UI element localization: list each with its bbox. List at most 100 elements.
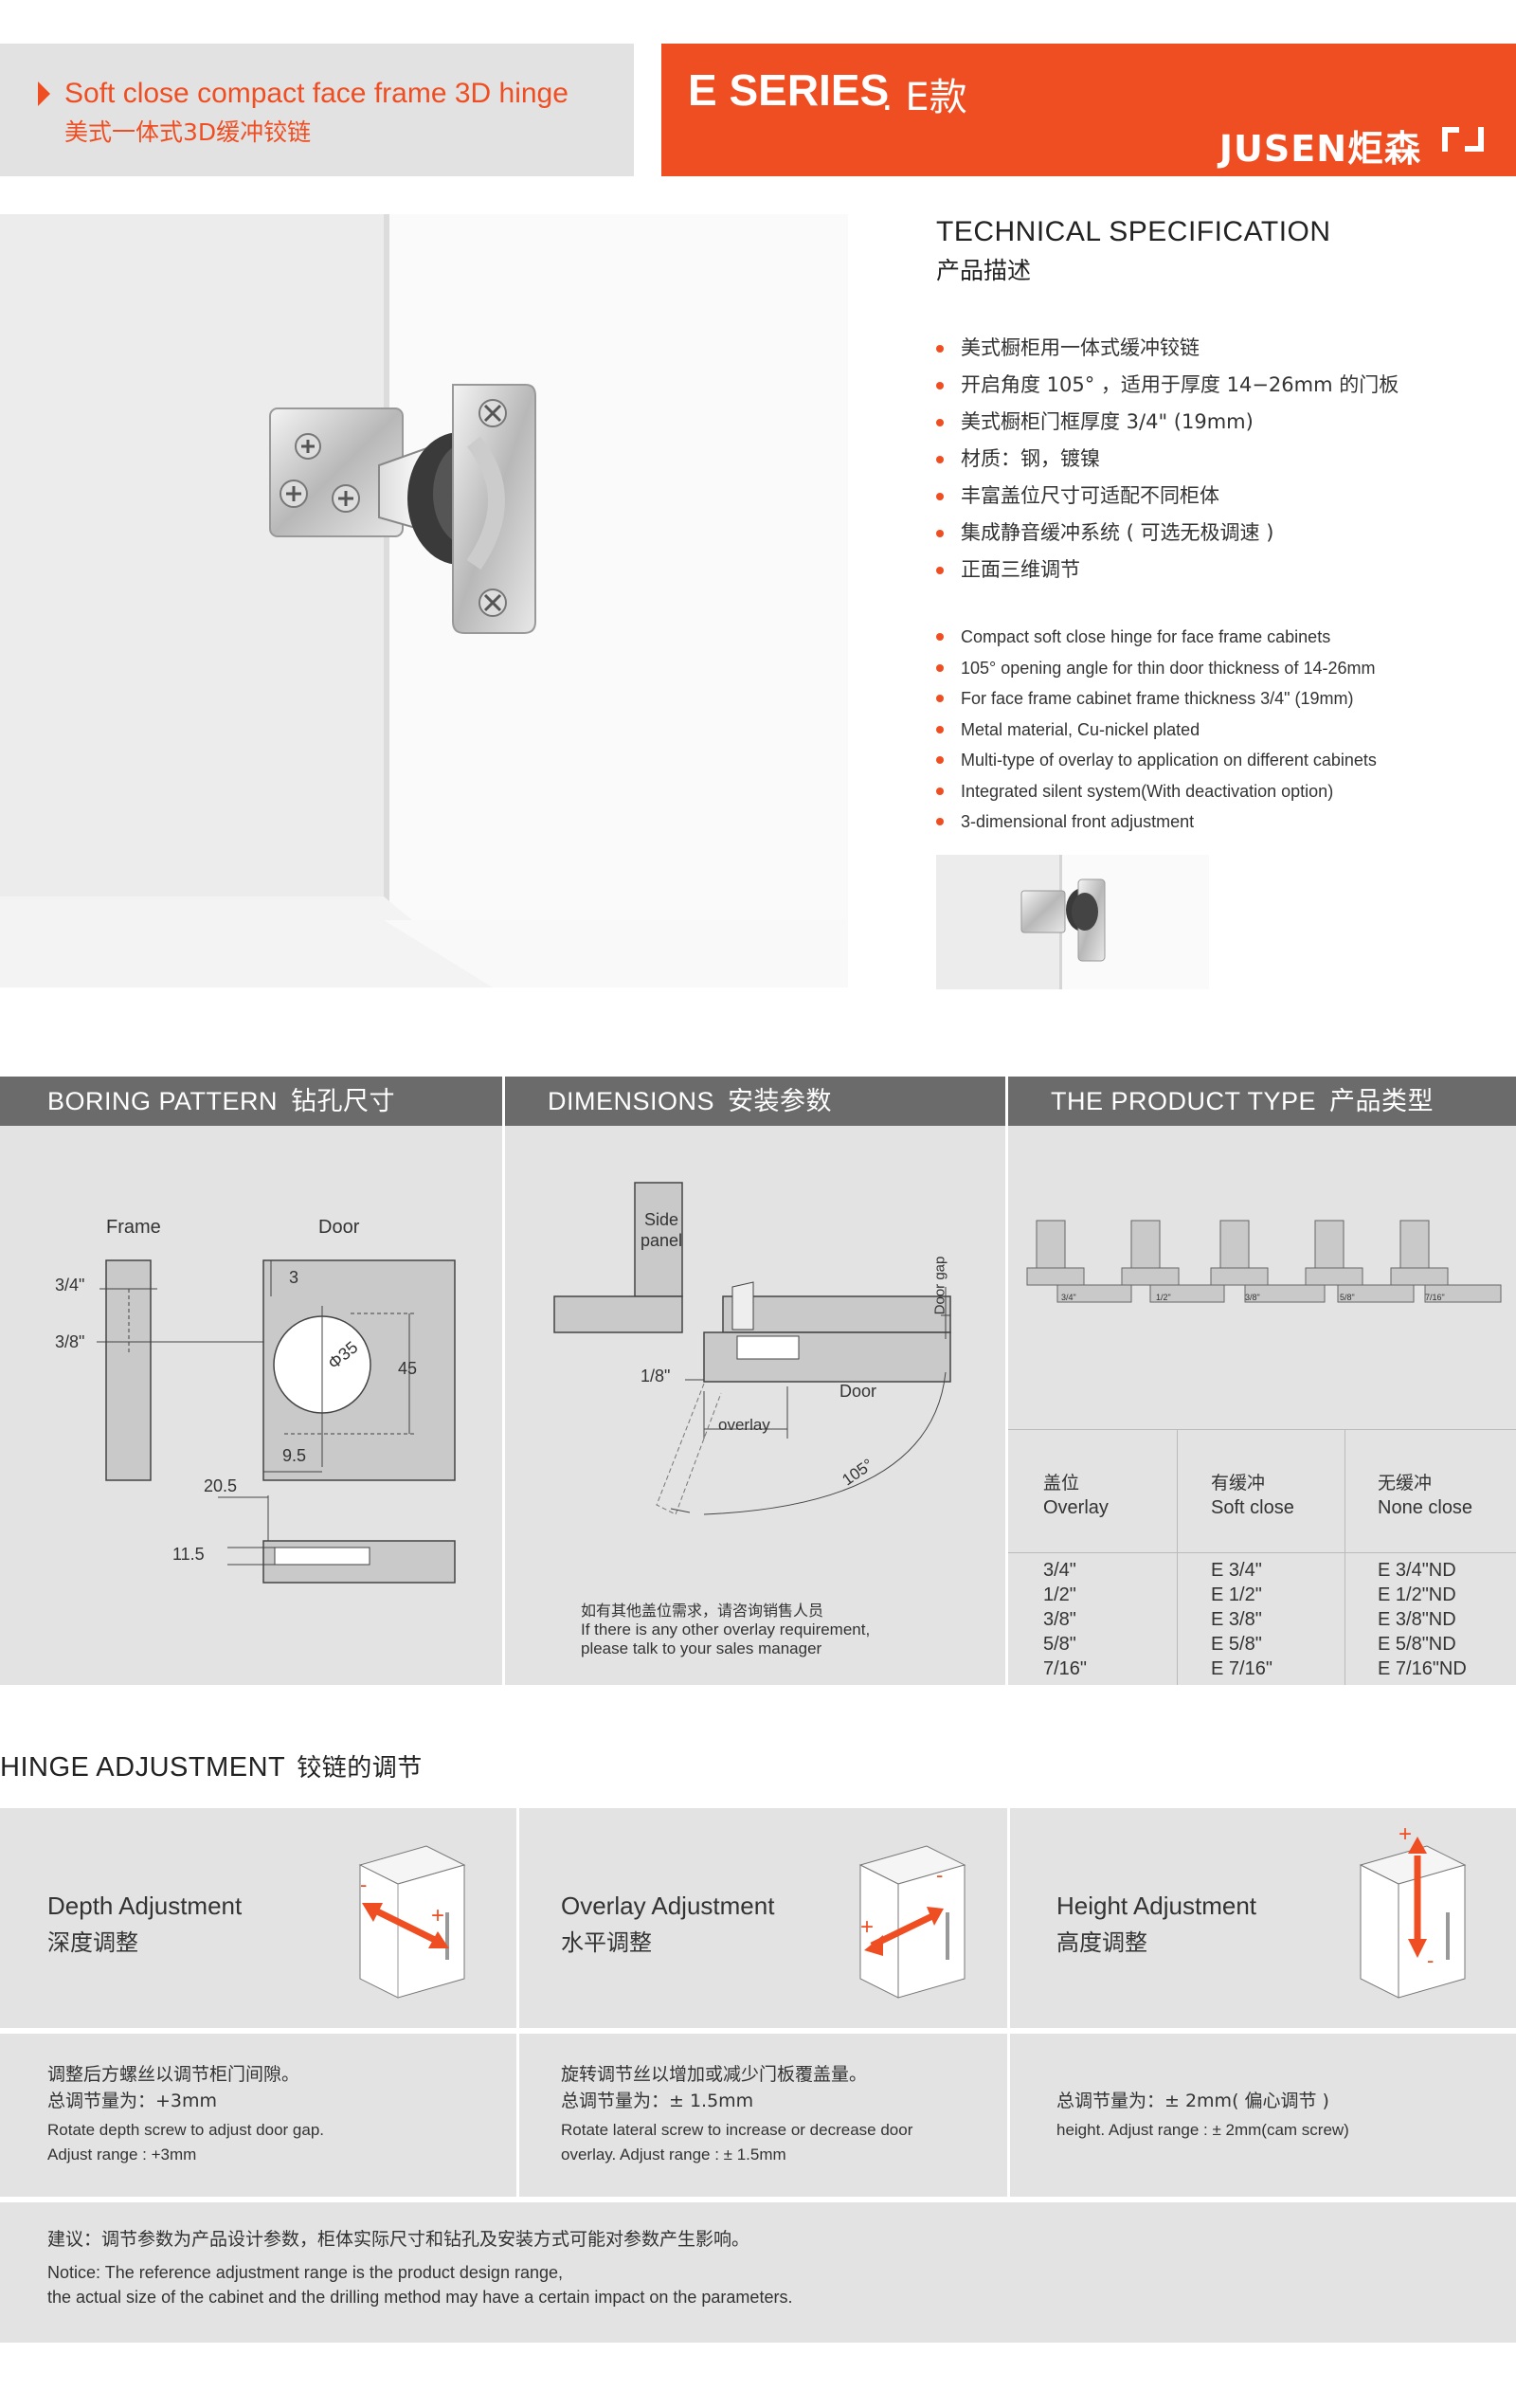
table-cell: 7/16" [1043,1658,1088,1679]
dimensions-panel: Side panel Door gap 1/8" Door overlay 10… [505,1126,1005,1685]
table-divider [1008,1429,1516,1430]
list-item: For face frame cabinet frame thickness 3… [934,683,1377,715]
table-cell: E 1/2" [1211,1584,1262,1605]
mini-label-overlay: 3/4" [1061,1293,1076,1302]
list-item: Compact soft close hinge for face frame … [934,622,1377,653]
overlay-note-en-2: please talk to your sales manager [581,1639,822,1657]
notice-cn: 建议：调节参数为产品设计参数，柜体实际尺寸和钻孔及安装方式可能对参数产生影响。 [47,2229,750,2250]
section-title-cn: 产品类型 [1329,1087,1435,1116]
table-cell: E 3/8" [1211,1609,1262,1630]
product-photo [0,214,848,987]
side-panel-line-1: Side [643,1210,679,1229]
adjustment-name: Overlay Adjustment [561,1892,775,1920]
table-divider [1008,1552,1516,1553]
list-item: 正面三维调节 [934,552,1399,588]
spec-title: TECHNICAL SPECIFICATION [936,216,1331,247]
height-adjustment-box: Height Adjustment 高度调整 + - [1010,1808,1516,2028]
depth-adjustment-box: Depth Adjustment 深度调整 - + [0,1808,516,2028]
dim-1-8: 1/8" [641,1367,671,1385]
desc-en-1: Rotate depth screw to adjust door gap. [47,2121,325,2139]
product-title-en: Soft close compact face frame 3D hinge [64,78,568,109]
cabinet-depth-icon [358,1845,466,1999]
table-column-soft-close: E 3/4" E 1/2" E 3/8" E 5/8" E 7/16" [1211,1558,1272,1681]
list-item: Multi-type of overlay to application on … [934,745,1377,776]
dim-11-5: 11.5 [172,1545,205,1564]
col-soft-close-cn: 有缓冲 [1211,1473,1266,1494]
desc-cn-2: 总调节量为：± 2mm( 偏心调节 ) [1056,2091,1329,2111]
list-item: 105° opening angle for thin door thickne… [934,653,1377,684]
overlay-note-en-1: If there is any other overlay requiremen… [581,1620,871,1639]
list-item: 开启角度 105° ，适用于厚度 14−26mm 的门板 [934,367,1399,404]
table-cell: E 5/8"ND [1378,1634,1456,1655]
hinge-adjustment-title-cn: 铰链的调节 [297,1754,423,1783]
spec-list-en: Compact soft close hinge for face frame … [934,622,1377,838]
table-cell: E 5/8" [1211,1634,1262,1655]
series-banner: E SERIES . E款 JUSEN炬森 [661,44,1516,176]
list-item: 美式橱柜门框厚度 3/4" (19mm) [934,404,1399,441]
desc-en-2: Adjust range : +3mm [47,2145,197,2164]
desc-cn-1: 调整后方螺丝以调节柜门间隙。 [47,2064,300,2085]
section-title: DIMENSIONS [548,1087,715,1115]
col-overlay-en: Overlay [1043,1497,1109,1518]
desc-en-2: height. Adjust range : ± 2mm(cam screw) [1056,2121,1349,2139]
boring-pattern-panel: Frame Door 3/4" 3/8" 3 Φ35 45 9.5 20.5 1… [0,1126,502,1685]
adjustment-name-cn: 深度调整 [47,1929,138,1956]
dim-45: 45 [398,1359,418,1378]
cabinet-overlay-icon [858,1845,966,1999]
table-cell: E 1/2"ND [1378,1584,1456,1605]
table-cell: E 3/8"ND [1378,1609,1456,1630]
list-item: 3-dimensional front adjustment [934,806,1377,838]
mini-label-overlay: 3/8" [1245,1293,1260,1302]
col-none-close-cn: 无缓冲 [1378,1473,1433,1494]
adjustment-name: Depth Adjustment [47,1892,243,1920]
table-cell: E 7/16" [1211,1658,1272,1679]
list-item: Metal material, Cu-nickel plated [934,715,1377,746]
col-soft-close-en: Soft close [1211,1497,1294,1518]
table-cell: 3/4" [1043,1560,1076,1581]
triangle-marker-icon [38,81,50,106]
list-item: 集成静音缓冲系统 ( 可选无极调速 ) [934,515,1399,552]
dim-9-5: 9.5 [282,1446,307,1465]
hinge-thumbnail-illustration [936,855,1209,989]
minus-sign-icon: - [360,1873,368,1896]
adjustment-name: Height Adjustment [1056,1892,1257,1920]
dimensions-drawing [553,1182,951,1515]
plus-sign-icon: + [860,1914,875,1940]
desc-en-1: Rotate lateral screw to increase or decr… [561,2121,913,2139]
table-column-none-close: E 3/4"ND E 1/2"ND E 3/8"ND E 5/8"ND E 7/… [1378,1558,1467,1681]
overlay-adjustment-box: Overlay Adjustment 水平调整 + - [519,1808,1007,2028]
product-thumbnail [936,855,1209,989]
cabinet-height-icon [1359,1837,1467,1999]
depth-adjustment-desc: 调整后方螺丝以调节柜门间隙。 总调节量为：+3mm Rotate depth s… [0,2034,516,2197]
table-column-overlay: 3/4" 1/2" 3/8" 5/8" 7/16" [1043,1558,1087,1681]
side-panel-line-2: panel [640,1231,683,1250]
mini-label-overlay: 7/16" [1425,1293,1445,1302]
plus-sign-icon: + [1399,1821,1413,1847]
overlay-types-diagram [1026,1220,1502,1303]
minus-sign-icon: - [1427,1948,1435,1972]
brand-logo-icon [1442,127,1484,152]
door-gap-label: Door gap [931,1256,948,1315]
dim-3: 3 [289,1268,299,1287]
dim-3-4: 3/4" [55,1276,85,1295]
table-cell: E 3/4"ND [1378,1560,1456,1581]
list-item: 美式橱柜用一体式缓冲铰链 [934,330,1399,367]
desc-en-2: overlay. Adjust range : ± 1.5mm [561,2145,786,2164]
list-item: 材质：钢，镀镍 [934,441,1399,478]
col-none-close-en: None close [1378,1497,1473,1518]
list-item: 丰富盖位尺寸可适配不同柜体 [934,478,1399,515]
list-item: Integrated silent system(With deactivati… [934,776,1377,807]
plus-sign-icon: + [431,1903,445,1928]
table-cell: 5/8" [1043,1634,1076,1655]
col-overlay-cn: 盖位 [1043,1473,1080,1494]
notice-en-1: Notice: The reference adjustment range i… [47,2263,563,2282]
mini-label-overlay: 5/8" [1340,1293,1355,1302]
dim-20-5: 20.5 [204,1476,238,1495]
mini-label-overlay: 1/2" [1156,1293,1171,1302]
hinge-adjustment-title-en: HINGE ADJUSTMENT [0,1752,286,1783]
table-divider [1177,1429,1178,1685]
hinge-adjustment-title: HINGE ADJUSTMENT 铰链的调节 [0,1748,423,1783]
adjustment-name-cn: 水平调整 [561,1929,652,1956]
